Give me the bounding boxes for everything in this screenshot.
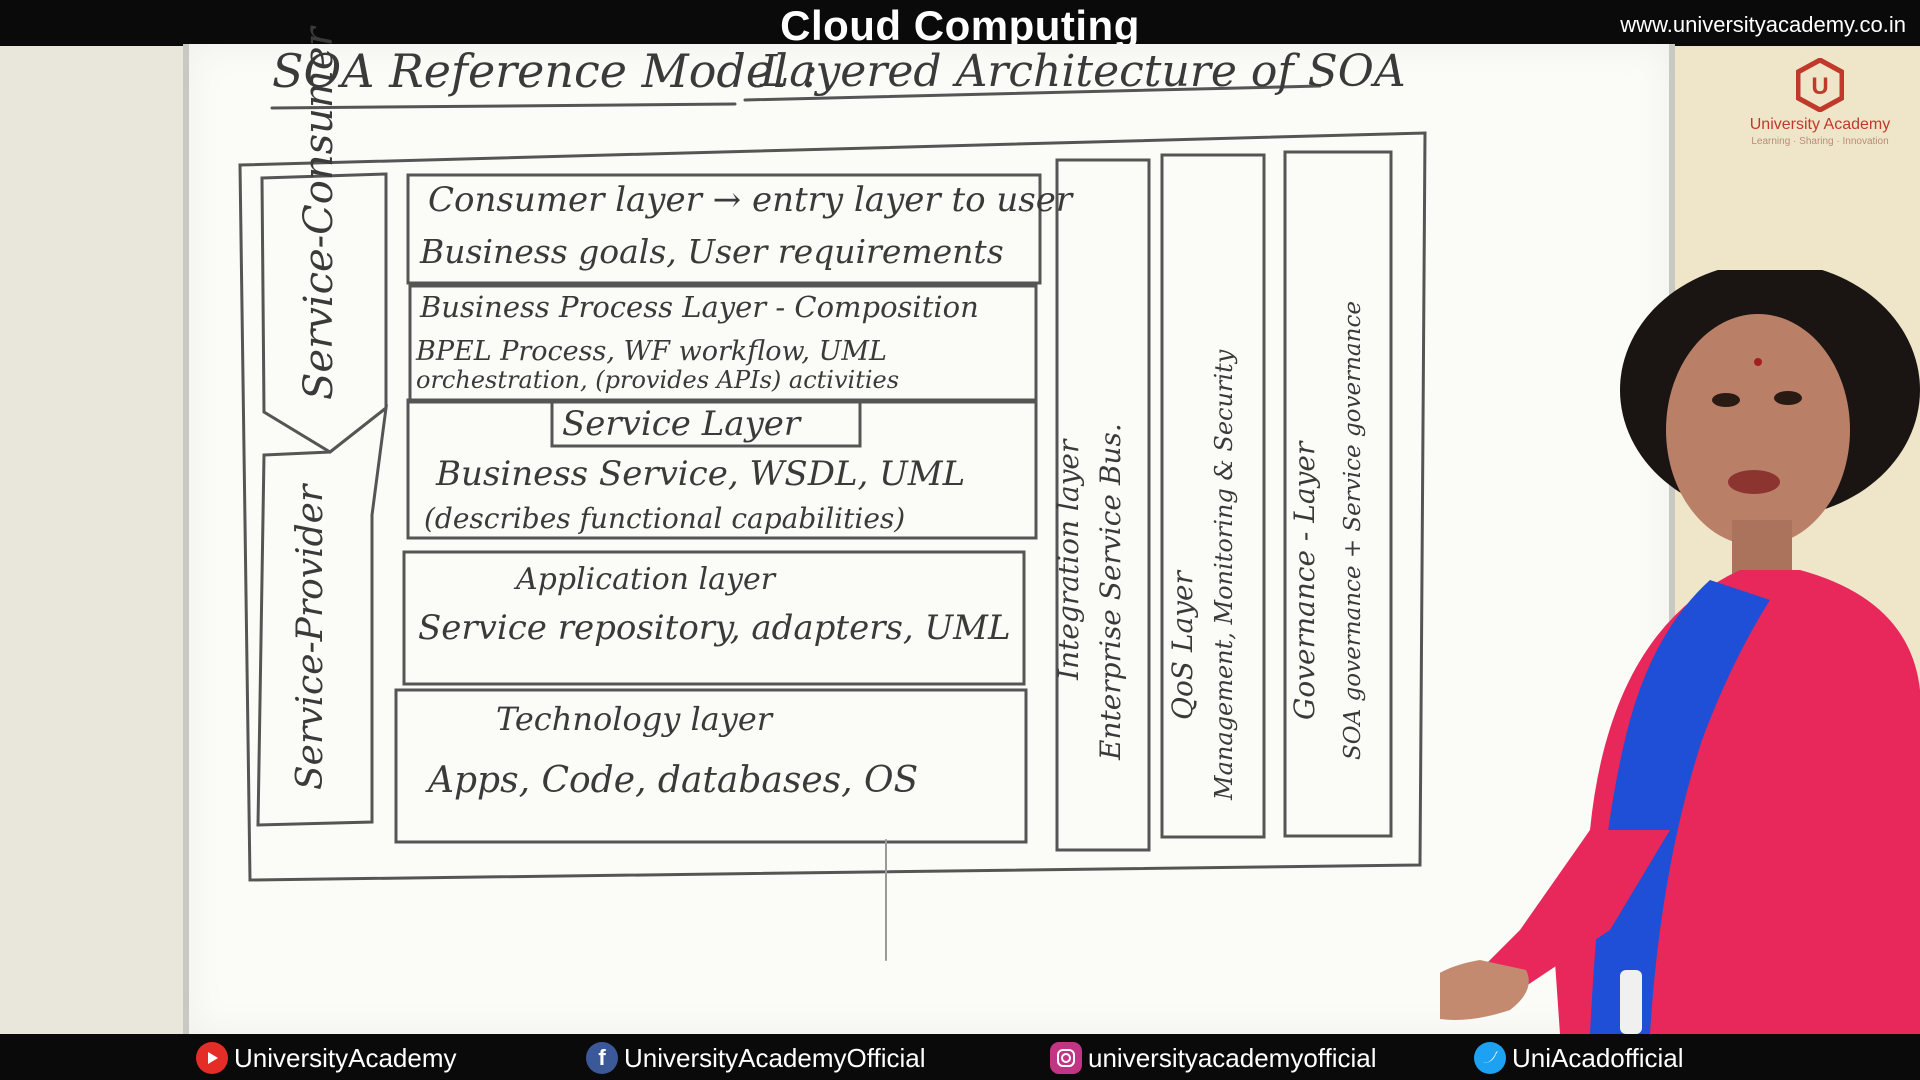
instagram-link[interactable]: universityacademyofficial — [1050, 1040, 1377, 1076]
youtube-handle: UniversityAcademy — [234, 1042, 457, 1073]
video-title: Cloud Computing — [780, 2, 1140, 49]
presenter-face — [1666, 314, 1850, 546]
service-layer-note: (describes functional capabilities) — [424, 502, 906, 535]
university-academy-logo: U University Academy Learning · Sharing … — [1730, 57, 1910, 147]
service-consumer-label: Service-Consumer — [296, 27, 342, 400]
governance-layer-title: Governance - Layer — [1288, 441, 1321, 720]
instagram-handle: universityacademyofficial — [1088, 1042, 1377, 1073]
website-url: www.universityacademy.co.in — [1620, 12, 1906, 37]
service-layer-label-box — [550, 400, 862, 448]
governance-layer-detail: SOA governance + Service governance — [1340, 301, 1366, 760]
twitter-icon — [1474, 1042, 1506, 1074]
logo-letter: U — [1811, 73, 1828, 100]
application-layer-box — [402, 550, 1026, 686]
presenter-arm — [1480, 830, 1670, 990]
consumer-layer-detail: Business goals, User requirements — [420, 232, 1004, 271]
presenter-figure — [1440, 270, 1920, 1034]
heading-underline-left — [270, 102, 737, 110]
service-provider-label: Service-Provider — [290, 484, 331, 790]
business-process-layer-title: Business Process Layer - Composition — [420, 290, 979, 324]
service-provider-box — [256, 404, 388, 827]
youtube-icon — [196, 1042, 228, 1074]
social-footer: UniversityAcademy f UniversityAcademyOff… — [0, 1034, 1920, 1080]
presenter-scarf — [1590, 580, 1770, 1034]
logo-hexagon-icon: U — [1795, 57, 1845, 113]
service-layer-detail: Business Service, WSDL, UML — [436, 454, 966, 494]
twitter-link[interactable]: UniAcadofficial — [1474, 1040, 1684, 1076]
technology-layer-box — [394, 688, 1028, 844]
service-layer-label: Service Layer — [562, 404, 801, 444]
heading-underline-right — [743, 84, 1322, 102]
service-layer-box — [406, 398, 1038, 540]
heading-left: SOA Reference Model : — [272, 44, 818, 98]
governance-layer-box — [1283, 150, 1393, 838]
integration-layer-title: Integration layer — [1052, 439, 1085, 680]
top-title-bar: Cloud Computing www.universityacademy.co… — [0, 0, 1920, 49]
marker-pen — [1620, 970, 1642, 1034]
integration-layer-box — [1055, 158, 1151, 852]
logo-tagline: Learning · Sharing · Innovation — [1751, 136, 1889, 147]
qos-layer-title: QoS Layer — [1166, 571, 1199, 720]
wall-left — [0, 46, 185, 1034]
technology-layer-detail: Apps, Code, databases, OS — [428, 760, 919, 801]
presenter-hand — [1440, 960, 1529, 1020]
logo-name: University Academy — [1749, 116, 1891, 133]
consumer-layer-title: Consumer layer → entry layer to user — [428, 180, 1073, 220]
qos-layer-detail: Management, Monitoring & Security — [1210, 349, 1238, 800]
heading-right: Layered Architecture of SOA — [760, 46, 1406, 97]
facebook-handle: UniversityAcademyOfficial — [624, 1042, 926, 1073]
consumer-layer-box — [406, 173, 1042, 285]
facebook-link[interactable]: f UniversityAcademyOfficial — [586, 1040, 926, 1076]
application-layer-detail: Service repository, adapters, UML — [418, 608, 1011, 648]
facebook-icon: f — [586, 1042, 618, 1074]
outer-frame — [238, 131, 1427, 882]
application-layer-title: Application layer — [516, 562, 776, 597]
business-process-layer-detail: BPEL Process, WF workflow, UML — [416, 336, 887, 367]
youtube-link[interactable]: UniversityAcademy — [196, 1040, 457, 1076]
business-process-layer-detail-2: orchestration, (provides APIs) activitie… — [416, 366, 900, 394]
technology-layer-title: Technology layer — [496, 700, 773, 738]
integration-layer-detail: Enterprise Service Bus. — [1094, 423, 1127, 760]
twitter-handle: UniAcadofficial — [1512, 1042, 1684, 1073]
qos-layer-box — [1160, 153, 1266, 839]
instagram-icon — [1050, 1042, 1082, 1074]
